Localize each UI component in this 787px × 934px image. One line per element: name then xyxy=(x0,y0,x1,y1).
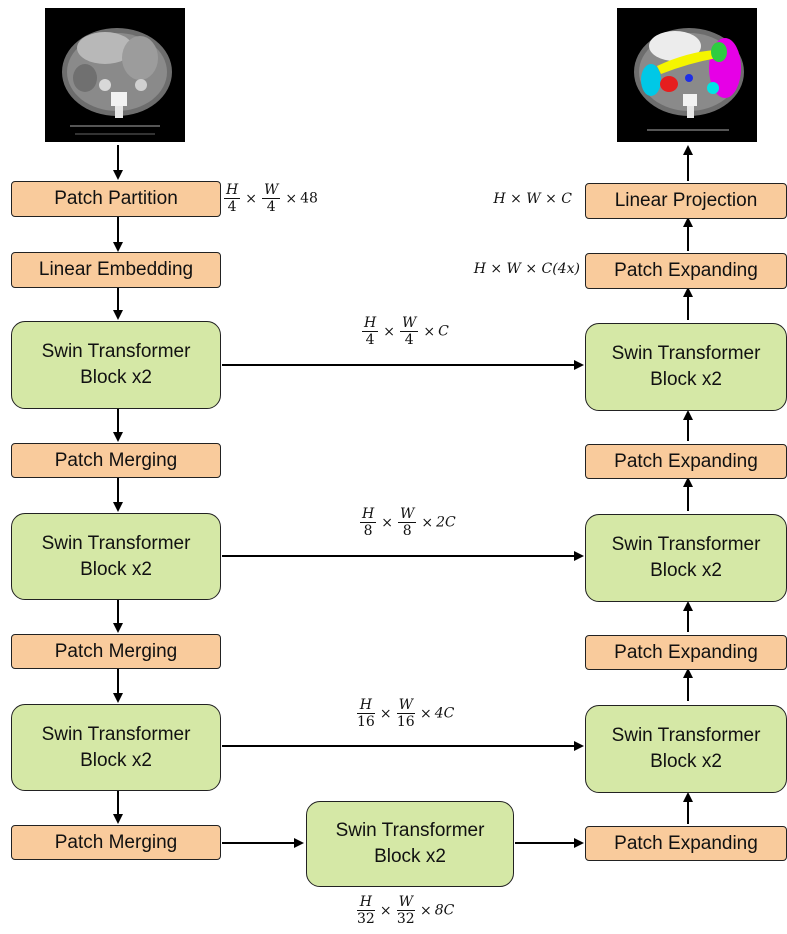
patch-merging-2-label: Patch Merging xyxy=(54,640,178,662)
patch-expanding-2-box: Patch Expanding xyxy=(585,635,787,670)
patch-expanding-2-label: Patch Expanding xyxy=(614,641,758,663)
patch-partition-label: Patch Partition xyxy=(54,188,178,209)
patch-merging-2-box: Patch Merging xyxy=(11,634,221,669)
encoder-swin-block-1: Swin Transformer Block x2 xyxy=(11,321,221,409)
linear-embedding-label: Linear Embedding xyxy=(38,259,194,280)
output-segmentation-image xyxy=(617,8,757,142)
patch-merging-1-box: Patch Merging xyxy=(11,443,221,478)
patch-expanding-3-label: Patch Expanding xyxy=(614,450,758,472)
decoder-swin-block-2-line1: Swin Transformer xyxy=(611,534,761,555)
decoder-swin-block-1: Swin Transformer Block x2 xyxy=(585,323,787,411)
bottleneck-swin-block: Swin Transformer Block x2 xyxy=(306,801,514,887)
decoder-swin-block-3-line1: Swin Transformer xyxy=(611,725,761,746)
patch-expanding-3-box: Patch Expanding xyxy=(585,444,787,479)
bottleneck-swin-block-line2: Block x2 xyxy=(374,846,446,867)
output-segmentation-graphic xyxy=(634,28,744,131)
encoder-swin-block-3-line2: Block x2 xyxy=(80,749,152,771)
patch-partition-box: Patch Partition xyxy=(11,181,221,217)
encoder-swin-block-1-line1: Swin Transformer xyxy=(41,341,191,362)
input-ct-scan-graphic xyxy=(62,28,172,135)
encoder-swin-block-3-line1: Swin Transformer xyxy=(41,723,191,745)
linear-projection-label: Linear Projection xyxy=(614,190,758,211)
decoder-swin-block-3: Swin Transformer Block x2 xyxy=(585,705,787,793)
decoder-swin-block-1-line1: Swin Transformer xyxy=(611,343,761,364)
decoder-swin-block-1-line2: Block x2 xyxy=(650,369,722,390)
encoder-swin-block-2: Swin Transformer Block x2 xyxy=(11,513,221,600)
patch-merging-3-label: Patch Merging xyxy=(54,831,178,853)
input-ct-image xyxy=(45,8,185,142)
patch-expanding-4-label: Patch Expanding xyxy=(614,260,758,281)
encoder-swin-block-1-line2: Block x2 xyxy=(80,367,152,388)
decoder-swin-block-3-line2: Block x2 xyxy=(650,751,722,772)
linear-projection-box: Linear Projection xyxy=(585,183,787,219)
encoder-swin-block-2-line2: Block x2 xyxy=(80,558,152,580)
decoder-swin-block-2: Swin Transformer Block x2 xyxy=(585,514,787,602)
bottleneck-swin-block-line1: Swin Transformer xyxy=(335,820,485,841)
encoder-swin-block-2-line1: Swin Transformer xyxy=(41,532,191,554)
patch-expanding-4-box: Patch Expanding xyxy=(585,253,787,289)
decoder-swin-block-2-line2: Block x2 xyxy=(650,560,722,581)
dim-expand-top: H × W × C(4x) xyxy=(473,261,580,277)
patch-expanding-1-label: Patch Expanding xyxy=(614,832,758,854)
patch-merging-1-label: Patch Merging xyxy=(54,449,178,471)
linear-embedding-box: Linear Embedding xyxy=(11,252,221,288)
dim-projection: H × W × C xyxy=(493,191,572,207)
encoder-swin-block-3: Swin Transformer Block x2 xyxy=(11,704,221,791)
patch-expanding-1-box: Patch Expanding xyxy=(585,826,787,861)
patch-merging-3-box: Patch Merging xyxy=(11,825,221,860)
